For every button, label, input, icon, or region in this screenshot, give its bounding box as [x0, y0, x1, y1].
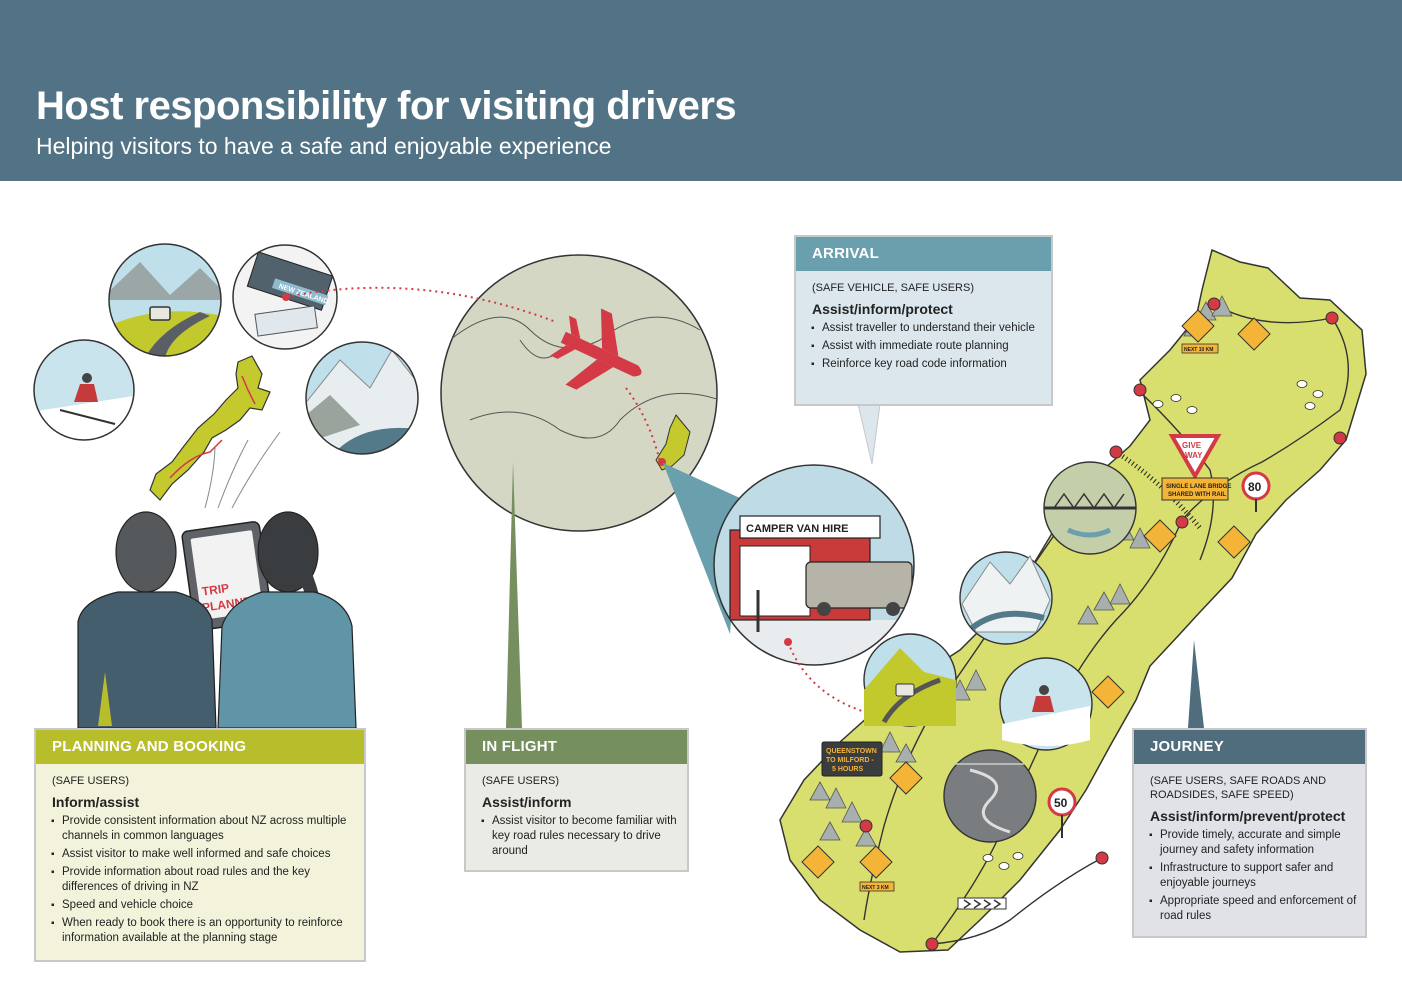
- winding-road-vignette: [943, 749, 1037, 843]
- list-item: Assist traveller to understand their veh…: [811, 321, 1043, 336]
- svg-text:TO MILFORD -: TO MILFORD -: [826, 757, 874, 764]
- svg-text:QUEENSTOWN: QUEENSTOWN: [826, 748, 877, 755]
- journey-role: Assist/inform/prevent/protect: [1150, 808, 1346, 824]
- speed-sign-50: 50: [1047, 787, 1077, 838]
- guidebook-vignette: NEW ZEALAND: [232, 244, 338, 350]
- mountain-road-vignette: [108, 243, 222, 357]
- header-banner: Host responsibility for visiting drivers…: [0, 0, 1402, 181]
- list-item: Appropriate speed and enforcement of roa…: [1149, 894, 1357, 924]
- rail-bridge-vignette: [1043, 461, 1137, 555]
- in-flight-list: Assist visitor to become familiar with k…: [466, 814, 687, 859]
- chevron-board: [957, 897, 1007, 910]
- page-subtitle: Helping visitors to have a safe and enjo…: [36, 133, 612, 159]
- give-way-sign: GIVE WAY SINGLE LANE BRIDGE SHARED WITH …: [1161, 434, 1231, 501]
- glacier-map-vignette: [959, 551, 1053, 645]
- journey-heading: JOURNEY: [1134, 730, 1365, 764]
- list-item: Provide information about road rules and…: [51, 865, 356, 895]
- list-item: Assist visitor to become familiar with k…: [481, 814, 679, 859]
- arrival-users: (SAFE VEHICLE, SAFE USERS): [812, 282, 974, 294]
- planning-scene: NEW ZEALAND TRIP PLANNER: [33, 243, 419, 729]
- svg-text:GIVE: GIVE: [1182, 441, 1202, 450]
- page-title: Host responsibility for visiting drivers: [36, 84, 737, 128]
- planning-role: Inform/assist: [52, 794, 140, 810]
- arrival-role: Assist/inform/protect: [812, 301, 953, 317]
- planning-list: Provide consistent information about NZ …: [36, 814, 364, 946]
- planning-heading: PLANNING AND BOOKING: [36, 730, 364, 764]
- kiwi-warning-sign: [1091, 675, 1125, 709]
- nz-on-globe: [655, 414, 691, 471]
- skiing-vignette: [33, 339, 135, 441]
- bridge-sign-line-2: SHARED WITH RAIL: [1168, 492, 1226, 498]
- planning-users: (SAFE USERS): [52, 775, 130, 787]
- nz-mini-map: [149, 355, 271, 501]
- skiing-map-vignette: [999, 657, 1093, 751]
- journey-panel: JOURNEY (SAFE USERS, SAFE ROADS AND ROAD…: [1132, 728, 1367, 938]
- bridge-sign-line-1: SINGLE LANE BRIDGE: [1166, 484, 1231, 490]
- list-item: Assist with immediate route planning: [811, 339, 1043, 354]
- speed-sign-80: 80: [1241, 471, 1271, 512]
- arrival-list: Assist traveller to understand their veh…: [796, 321, 1051, 372]
- queenstown-distance-sign: QUEENSTOWN TO MILFORD - 5 HOURS: [821, 741, 883, 777]
- journey-users: (SAFE USERS, SAFE ROADS AND ROADSIDES, S…: [1150, 775, 1327, 801]
- illustration: NEW ZEALAND TRIP PLANNER: [33, 243, 1367, 953]
- slippery-road-warning-sign: [1143, 519, 1177, 553]
- woman-figure: [217, 511, 357, 729]
- in-flight-panel: IN FLIGHT (SAFE USERS) Assist/inform Ass…: [464, 728, 689, 872]
- svg-text:80: 80: [1248, 480, 1262, 494]
- road-map-vignette: [863, 633, 957, 727]
- winding-road-warning-sign-2: [859, 845, 893, 879]
- falling-rock-warning-sign-3: [801, 845, 835, 879]
- svg-text:5 HOURS: 5 HOURS: [832, 766, 863, 773]
- in-flight-heading: IN FLIGHT: [466, 730, 687, 764]
- winding-road-warning-sign: [1181, 309, 1215, 343]
- list-item: Provide consistent information about NZ …: [51, 814, 356, 844]
- falling-rock-warning-sign-2: [889, 761, 923, 795]
- in-flight-users: (SAFE USERS): [482, 775, 560, 787]
- svg-text:50: 50: [1054, 796, 1068, 810]
- arrival-heading: ARRIVAL: [796, 237, 1051, 271]
- falling-rock-warning-sign: [1237, 317, 1271, 351]
- camper-hire-sign: CAMPER VAN HIRE: [746, 523, 848, 535]
- airplane-icon: [550, 308, 642, 390]
- list-item: Infrastructure to support safer and enjo…: [1149, 861, 1357, 891]
- list-item: Provide timely, accurate and simple jour…: [1149, 828, 1357, 858]
- svg-text:WAY: WAY: [1185, 451, 1203, 460]
- list-item: Reinforce key road code information: [811, 357, 1043, 372]
- planning-panel: PLANNING AND BOOKING (SAFE USERS) Inform…: [34, 728, 366, 962]
- next-10km-plate: NEXT 10 KM: [1184, 347, 1213, 353]
- man-figure: [77, 511, 217, 729]
- list-item: Speed and vehicle choice: [51, 898, 356, 913]
- journey-map: GIVE WAY SINGLE LANE BRIDGE SHARED WITH …: [779, 248, 1367, 953]
- list-item: Assist visitor to make well informed and…: [51, 847, 356, 862]
- narrow-road-warning-sign: [1217, 525, 1251, 559]
- tablet-label-trip: TRIP: [201, 581, 230, 599]
- in-flight-role: Assist/inform: [482, 794, 572, 810]
- globe: [440, 254, 718, 532]
- journey-list: Provide timely, accurate and simple jour…: [1134, 828, 1365, 924]
- arrival-panel: ARRIVAL (SAFE VEHICLE, SAFE USERS) Assis…: [794, 235, 1053, 406]
- next-3km-plate: NEXT 3 KM: [862, 885, 889, 891]
- list-item: When ready to book there is an opportuni…: [51, 916, 356, 946]
- glacier-vignette: [305, 341, 419, 455]
